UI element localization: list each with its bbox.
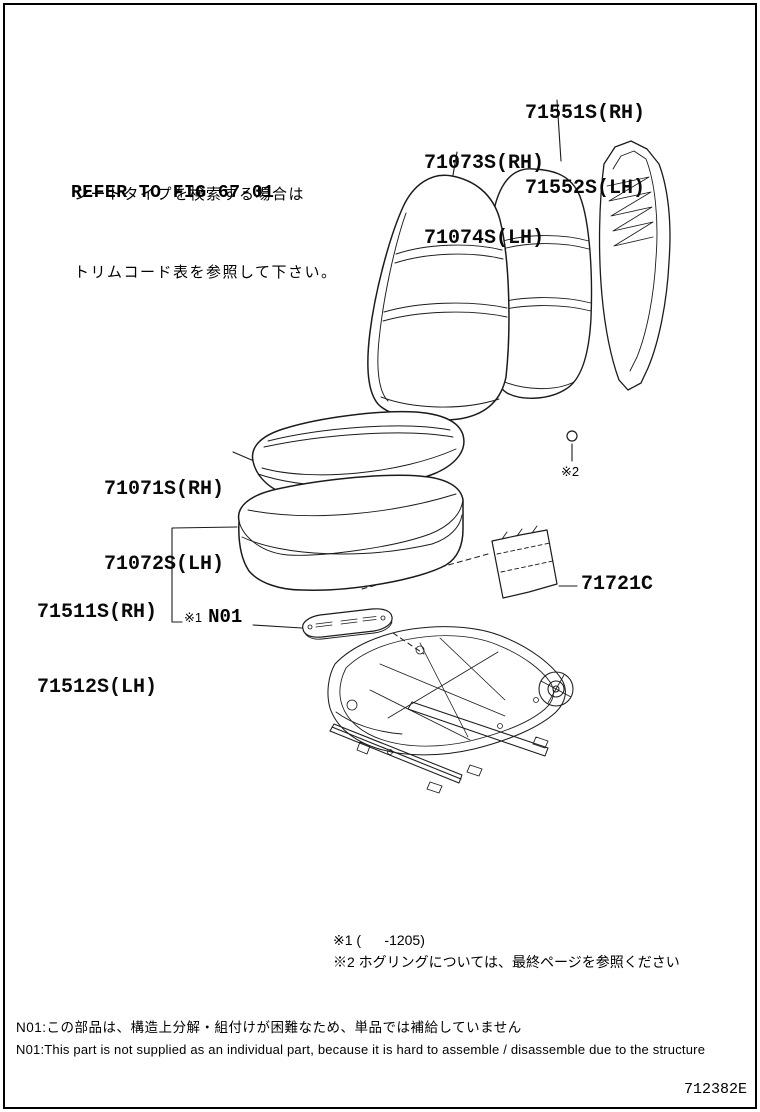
refer-to-fig-note: REFER TO FIG 67-01 [71, 183, 275, 203]
n01-callout: ※1 N01 [184, 606, 242, 628]
n01-note-japanese: N01:この部品は、構造上分解・組付けが困難なため、単品では補給していません [16, 1020, 522, 1035]
part-label-shield: 71721C [581, 573, 654, 596]
part-number: 71551S(RH) [525, 102, 646, 125]
header-note-jp-line2: トリムコード表を参照して下さい。 [74, 264, 338, 281]
seatback-inner-art [484, 168, 593, 399]
part-number: 71073S(RH) [424, 152, 545, 175]
ref2-mark: ※2 [561, 464, 580, 479]
footnote-1: ※1 ( -1205) [333, 932, 425, 948]
shield-art [491, 525, 558, 599]
part-label-seatback-frame: 71551S(RH) 71552S(LH) [525, 51, 645, 251]
n01-part-art [302, 608, 393, 640]
footnote-2: ※2 ホグリングについては、最終ページを参照ください [333, 954, 680, 970]
part-label-cushion-pad: 71511S(RH) 71512S(LH) [37, 550, 157, 750]
ref1-mark: ※1 [184, 610, 203, 625]
seat-frame-art [327, 626, 574, 794]
part-number: 71072S(LH) [104, 553, 225, 576]
part-number: 71074S(LH) [424, 227, 545, 250]
n01-note-english: N01:This part is not supplied as an indi… [16, 1042, 706, 1057]
part-number: 71511S(RH) [37, 601, 158, 624]
header-note: シートタイプを検索する場合は トリムコード表を参照して下さい。 [74, 130, 338, 338]
part-label-cushion-cover: 71071S(RH) 71072S(LH) [104, 427, 224, 627]
hog-ring-art [566, 430, 578, 442]
figure-code: 712382E [684, 1081, 748, 1098]
part-label-seatback-cover: 71073S(RH) 71074S(LH) [424, 101, 544, 301]
part-number: 71512S(LH) [37, 676, 158, 699]
leader-lines [171, 99, 578, 629]
cushion-pad-art [237, 474, 464, 591]
n01-label: N01 [208, 606, 243, 628]
seatback-board-art [598, 140, 671, 391]
header-note-jp-line1: シートタイプを検索する場合は [74, 186, 306, 203]
part-number: 71071S(RH) [104, 478, 225, 501]
part-number: 71552S(LH) [525, 177, 646, 200]
